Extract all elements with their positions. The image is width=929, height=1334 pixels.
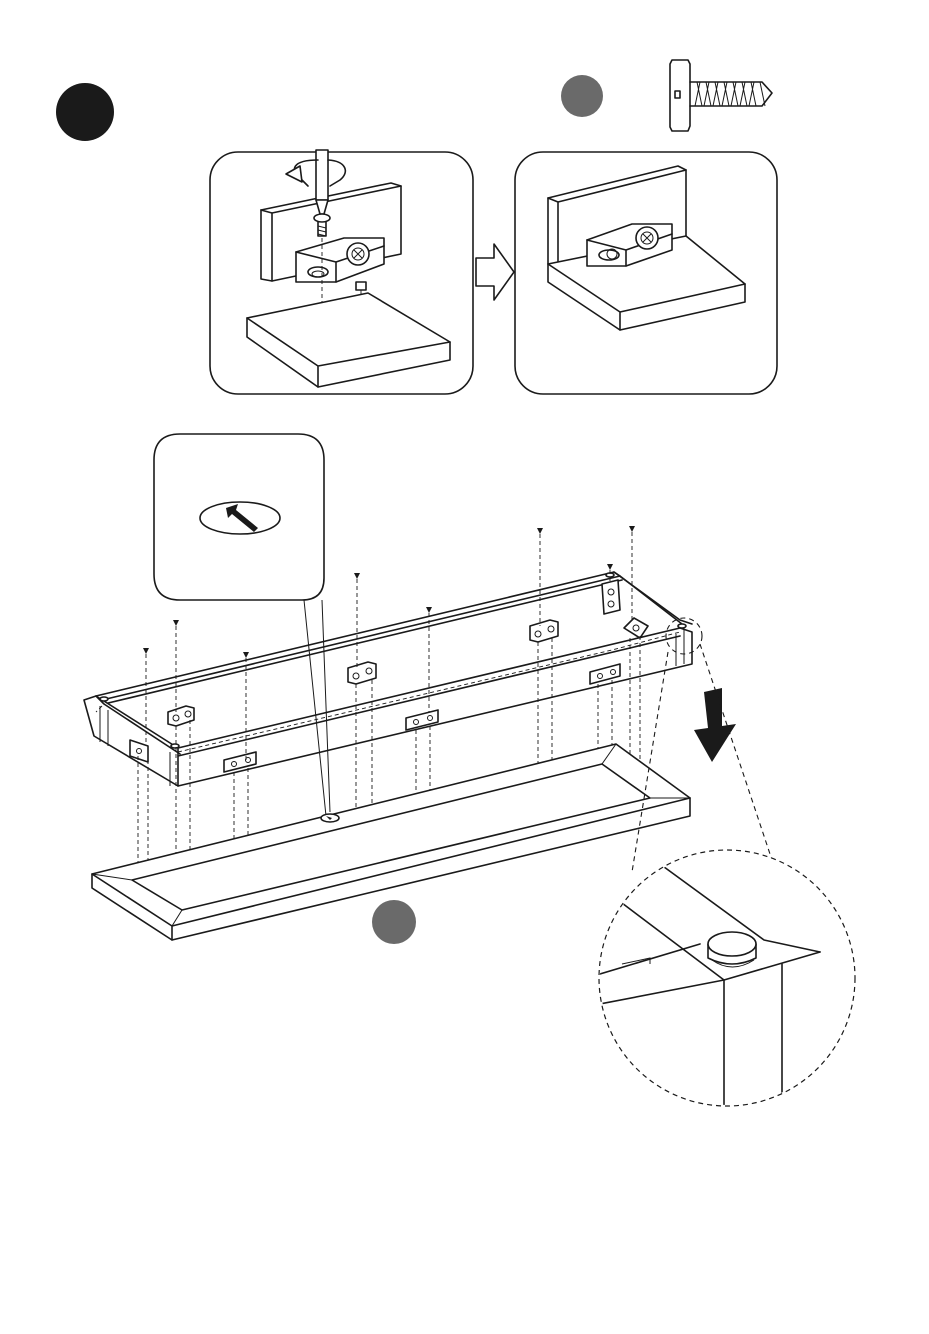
bottom-panel-bubble xyxy=(372,900,416,944)
mounting-plate xyxy=(590,664,620,684)
down-arrow-icon xyxy=(694,688,736,762)
hardware-bubble xyxy=(561,75,603,117)
right-arrow-icon xyxy=(476,244,514,300)
corner-peg xyxy=(708,932,756,967)
frame-brackets xyxy=(130,580,648,772)
detail-panel-right xyxy=(515,152,777,394)
bracket-fitting xyxy=(624,618,648,638)
zoom-connector xyxy=(632,644,772,872)
step-marker xyxy=(56,83,114,141)
peg xyxy=(171,744,179,748)
detail-panel-left xyxy=(210,150,473,394)
screwdriver-shaft xyxy=(316,150,328,200)
hardware-callout xyxy=(561,60,772,131)
peg xyxy=(678,624,686,628)
screw-icon xyxy=(670,60,772,131)
peg xyxy=(100,697,108,701)
bracket-fitting xyxy=(602,580,620,614)
mounting-plate xyxy=(406,710,438,730)
bracket-fitting xyxy=(530,620,558,642)
zoom-detail xyxy=(599,850,855,1110)
